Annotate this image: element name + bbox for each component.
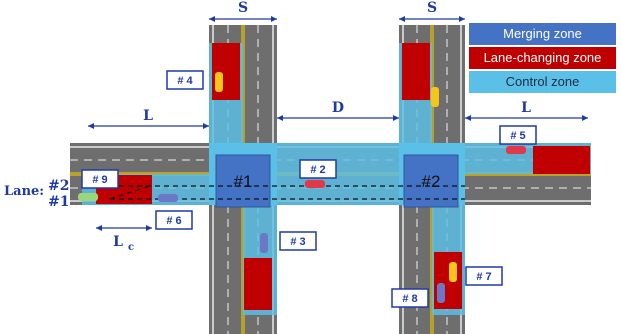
vehicle-4 [215,72,223,92]
vehicle-label-4: # 4 [177,75,193,87]
lane-label-group: Lane: #2 #1 [4,178,69,210]
vehicle-label-2: # 2 [310,164,325,176]
vehicles [78,72,526,303]
lane-paths [109,185,465,200]
intersection-label-2: #2 [422,172,441,191]
dim-d: D [332,100,344,116]
vehicle-labels: # 4 # 2 # 3 # 5 # 6 # 7 # 8 # 9 [92,75,525,305]
vehicle-label-5: # 5 [510,130,525,142]
dim-s-left: S [238,0,248,16]
vehicle-6 [158,194,178,202]
vehicle-2 [305,180,325,188]
vehicle-label-7: # 7 [476,271,491,283]
legend-lane-changing-zone: Lane-changing zone [469,47,616,69]
dim-s-right: S [427,0,437,16]
vehicle-label-8: # 8 [402,293,417,305]
legend-control-label: Control zone [505,74,580,89]
vehicle-label-3: # 3 [290,236,305,248]
arrow-heads [88,16,588,231]
dim-lc-subscript: c [128,242,134,253]
vehicle-top-right [431,87,439,107]
vehicle-7 [449,262,457,282]
merging-zone-2 [403,154,459,208]
vehicle-9 [78,193,98,201]
legend-merging-label: Merging zone [503,26,582,41]
lane-label-2: #2 [48,178,69,194]
legend-control-zone: Control zone [469,71,616,93]
dim-lc: L [113,234,123,250]
lane-label-1: #1 [48,194,69,210]
intersection-label-1: #1 [234,172,253,191]
vehicle-5 [506,146,526,154]
intersection-labels: #1 #2 [234,172,441,191]
legend-lane-changing-label: Lane-changing zone [483,50,602,65]
vehicle-label-9: # 9 [92,174,107,186]
dim-l-left: L [143,108,153,124]
dimension-labels: S S L D L L [113,0,531,250]
vehicle-3 [260,233,268,253]
merging-zone-1 [215,154,271,208]
vehicle-label-boxes [81,70,537,308]
legend-merging-zone: Merging zone [469,23,616,45]
lane-changing-zones [96,43,590,310]
dim-l-right: L [521,100,531,116]
vehicle-8 [437,283,445,303]
lane-label-prefix: Lane: [4,184,44,199]
vehicle-label-6: # 6 [166,215,181,227]
dimension-arrows [88,18,588,229]
